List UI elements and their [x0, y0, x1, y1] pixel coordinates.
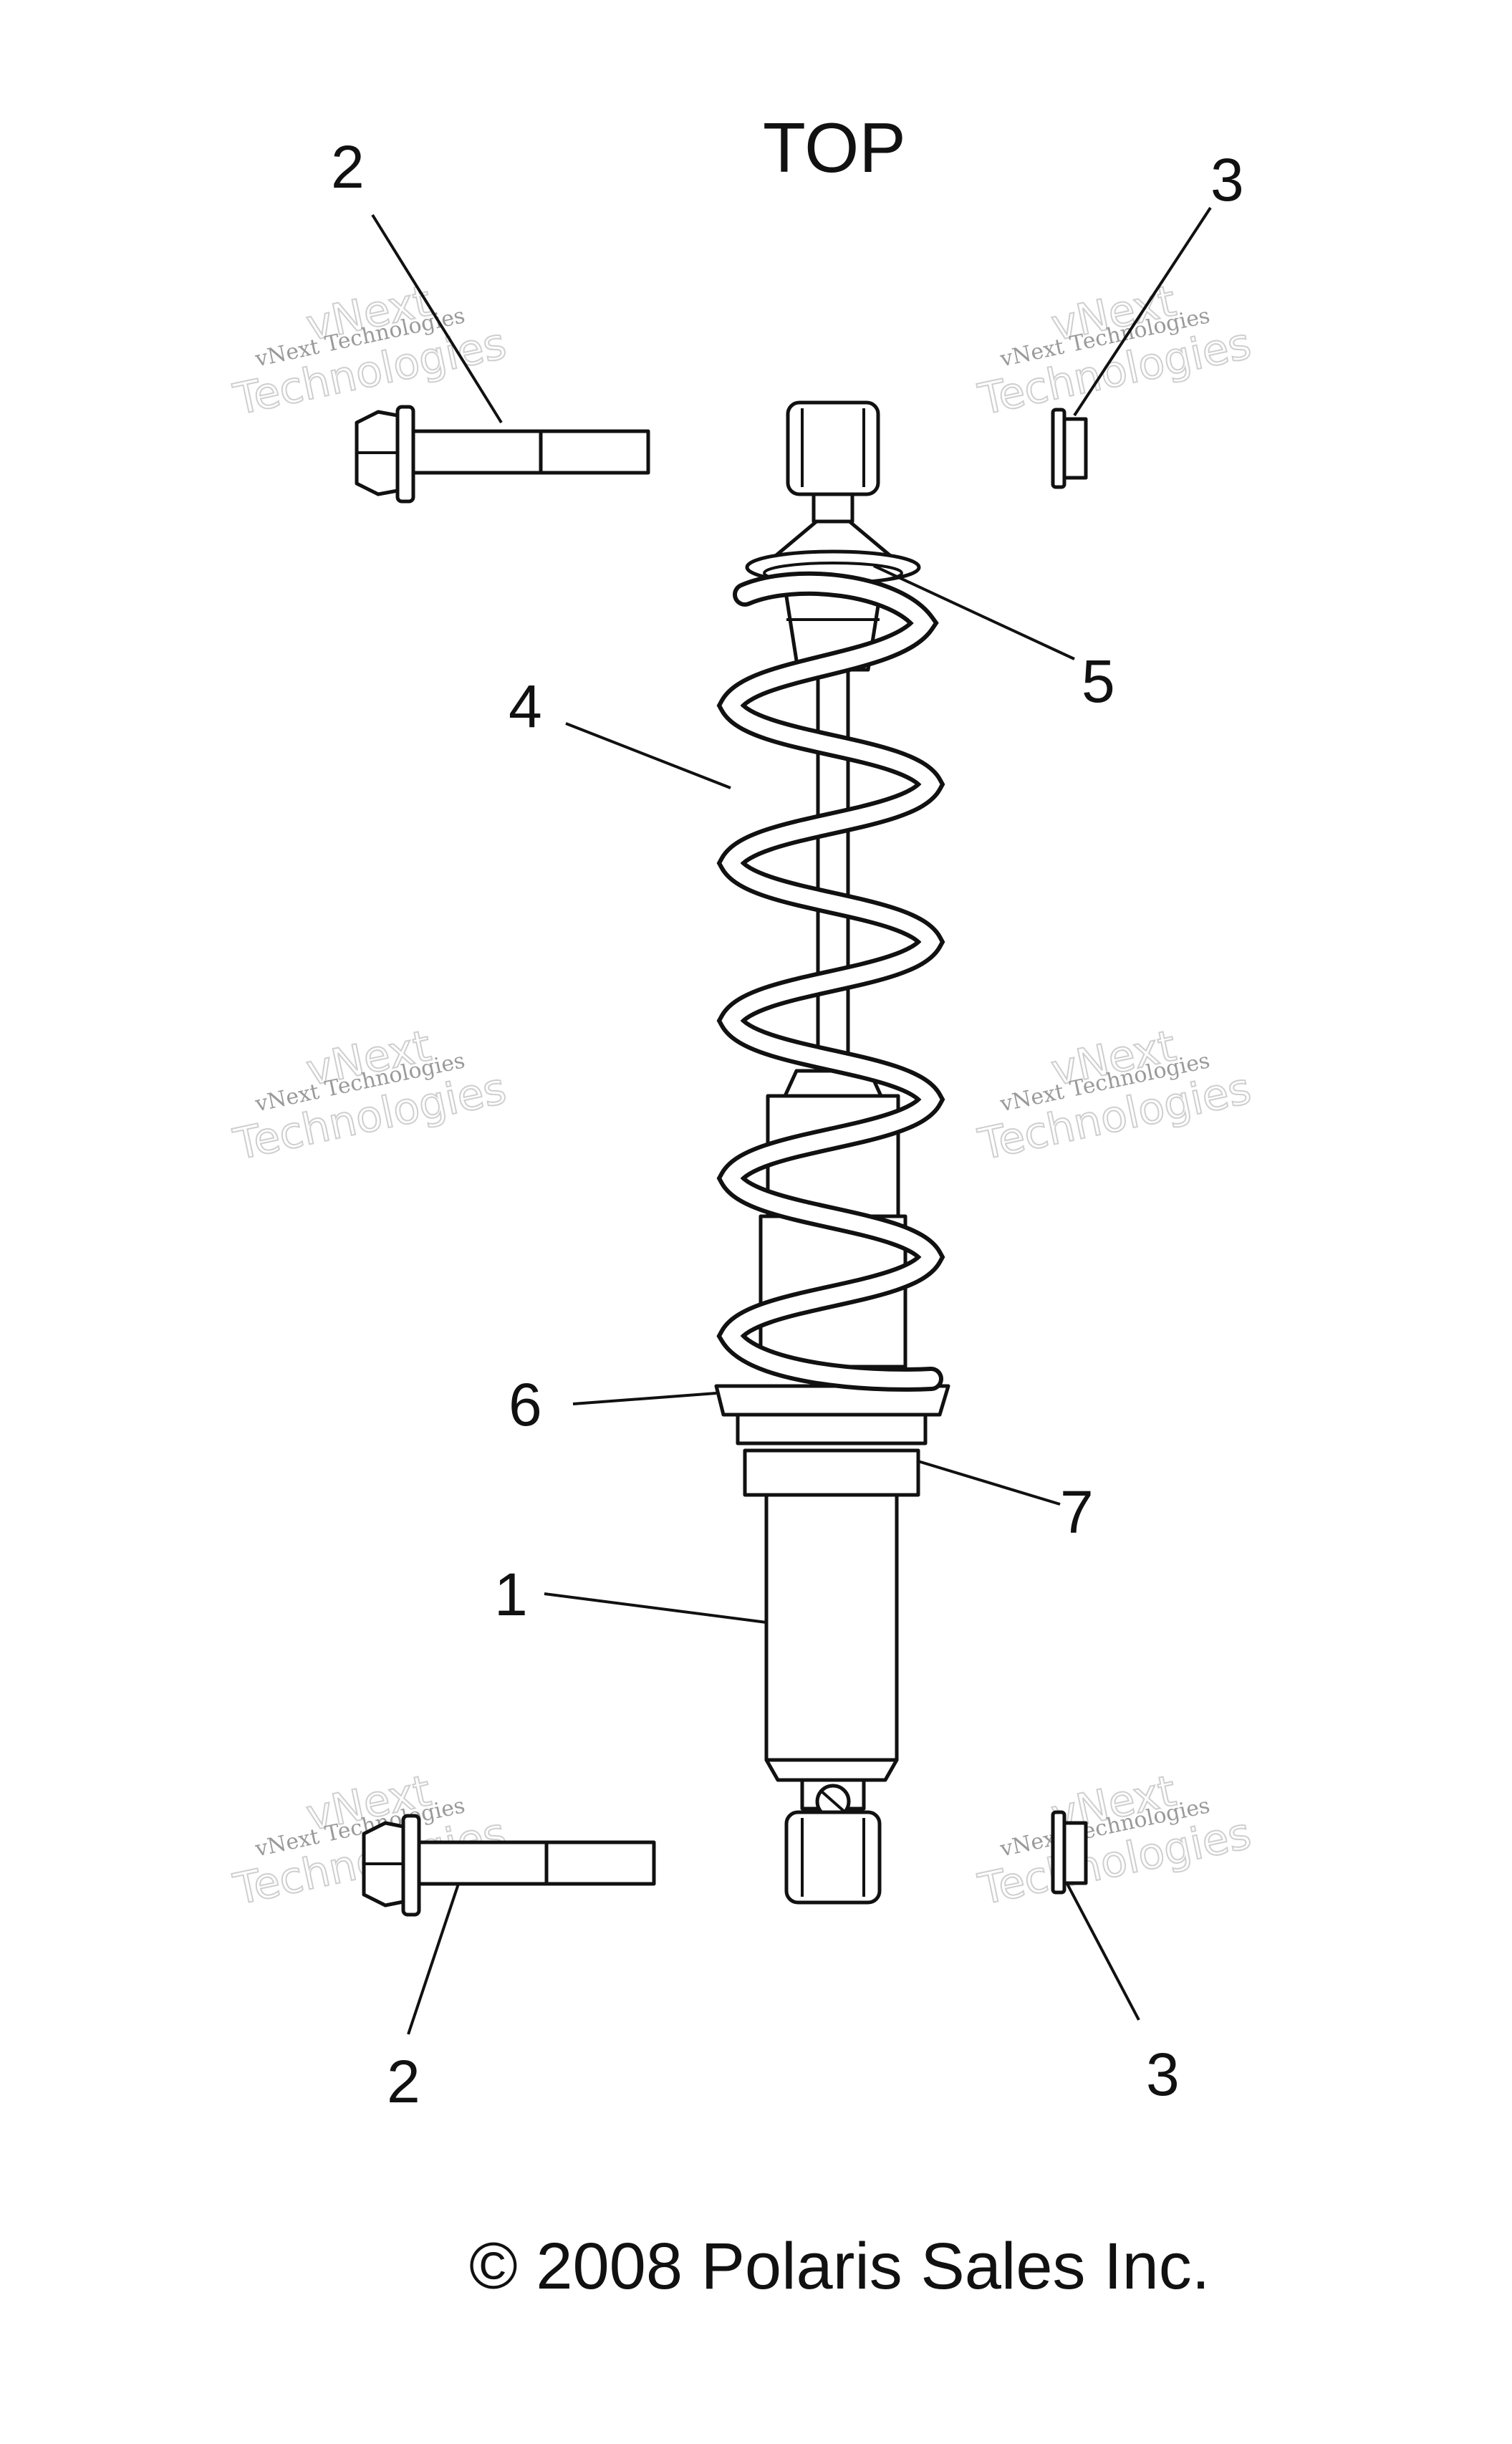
leader-3-bottom: [1066, 1883, 1140, 2021]
callout-6: 6: [509, 1371, 542, 1438]
leader-7: [918, 1460, 1061, 1506]
callout-2-bottom: 2: [387, 2048, 420, 2115]
watermark-bottom-right: vNext vNext Technologies Technologies: [973, 1765, 1256, 1915]
shock-body-icon: [764, 1493, 899, 1762]
watermark-top-right: vNext vNext Technologies Technologies: [973, 275, 1256, 425]
leader-6: [572, 1392, 717, 1405]
callout-labels: 2 3 5 4 6 7 1 2 3: [331, 133, 1244, 2115]
callout-1: 1: [494, 1561, 528, 1628]
shaft-icon: [816, 668, 850, 1073]
watermark-mid-right: vNext vNext Technologies Technologies: [973, 1020, 1256, 1170]
lock-ring-icon: [743, 1448, 920, 1497]
nut-top-icon: [1051, 408, 1088, 489]
leader-5: [873, 564, 1075, 660]
leader-1: [544, 1592, 767, 1624]
callout-5: 5: [1082, 648, 1115, 715]
coil-spring-icon: [716, 571, 945, 1392]
callout-3-bottom: 3: [1146, 2041, 1180, 2108]
view-label: TOP: [763, 108, 906, 187]
shock-assembly: [714, 400, 950, 1905]
bolt-top-icon: [355, 405, 650, 504]
leader-2-bottom: [407, 1883, 460, 2035]
callout-4: 4: [509, 673, 542, 740]
nut-bottom-icon: [1051, 1810, 1088, 1895]
callout-3-top: 3: [1210, 146, 1244, 213]
callout-7: 7: [1060, 1478, 1094, 1546]
watermark-mid-left: vNext vNext Technologies Technologies: [228, 1020, 511, 1170]
bolt-bottom-icon: [362, 1814, 656, 1917]
callout-2-top: 2: [331, 133, 365, 201]
bottom-eye-icon: [784, 1810, 882, 1905]
watermark-top-left: vNext vNext Technologies Technologies: [228, 275, 511, 425]
leader-3-top: [1073, 206, 1212, 417]
copyright-text: © 2008 Polaris Sales Inc.: [469, 2230, 1210, 2303]
leader-4: [565, 722, 731, 789]
leader-lines: [371, 206, 1212, 2035]
leader-2-top: [371, 213, 503, 424]
watermark-group: vNext vNext Technologies Technologies vN…: [228, 275, 1256, 1915]
